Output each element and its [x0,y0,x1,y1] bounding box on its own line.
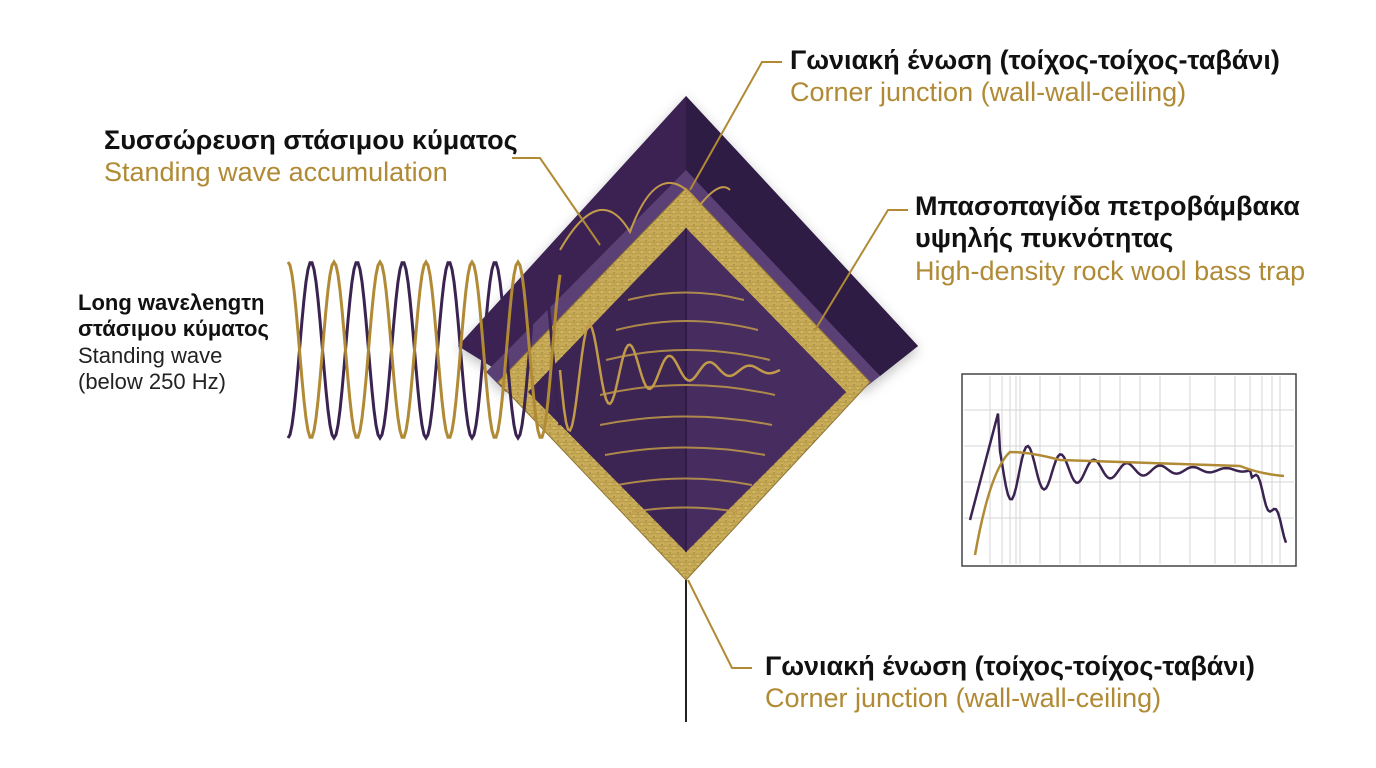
long-wave-english-2: (below 250 Hz) [78,369,226,395]
bass-trap-greek-2: υψηλής πυκνότητας [915,223,1174,254]
corner-junction-top-english: Corner junction (wall-wall-ceiling) [790,77,1187,108]
rockwool-frame [497,187,871,581]
corner-junction-bottom-greek: Γωνιακή ένωση (τοίχος-τοίχος-ταβάνι) [765,651,1255,681]
decaying-wave [558,323,781,433]
bass-trap-greek-1: Μπασοπαγίδα πετροβάμβακα [915,191,1300,221]
leader-lines [512,61,908,669]
long-wave-greek-1: Long wavελengτη [78,290,265,315]
accumulation-english: Standing wave accumulation [104,157,448,188]
frequency-response-chart [961,373,1297,567]
long-wave-english-1: Standing wave [78,342,223,368]
accumulation-label: Συσσώρευση στάσιμου κύματος Standing wav… [104,124,518,189]
long-wave-label: Long wavελengτη στάσιμου κύματος Standin… [78,290,269,396]
corner-junction-bottom-label: Γωνιακή ένωση (τοίχος-τοίχος-ταβάνι) Cor… [765,650,1255,715]
standing-wave-gold [286,259,562,439]
corner-junction-top-greek: Γωνιακή ένωση (τοίχος-τοίχος-ταβάνι) [790,45,1280,75]
standing-wave-group [286,181,781,441]
long-wave-greek-2: στάσιμου κύματος [78,316,269,342]
accumulation-wave [559,181,731,251]
standing-wave-purple [286,261,562,441]
bass-trap-label: Μπασοπαγίδα πετροβάμβακα υψηλής πυκνότητ… [915,190,1305,287]
panel-wave-arcs [599,291,776,513]
accumulation-greek: Συσσώρευση στάσιμου κύματος [104,125,518,155]
response-line-treated [973,450,1285,556]
corner-junction-top-label: Γωνιακή ένωση (τοίχος-τοίχος-ταβάνι) Cor… [790,44,1280,109]
corner-junction-bottom-english: Corner junction (wall-wall-ceiling) [765,683,1162,714]
bass-trap-english: High-density rock wool bass trap [915,255,1306,286]
